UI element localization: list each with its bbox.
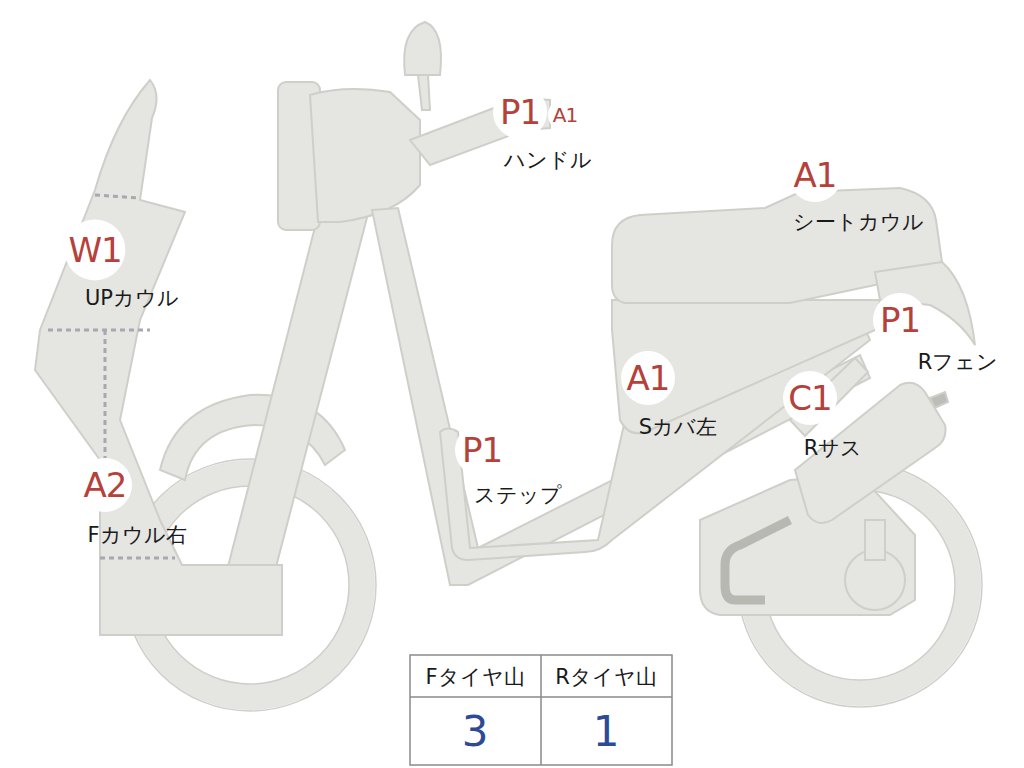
callout-number: W1 [68, 230, 121, 270]
part-name-text: Fカウル右 [87, 523, 186, 547]
part-name-text: Rサス [804, 436, 863, 460]
part-name: Rサス [804, 434, 863, 462]
callout-circle: W1 [64, 219, 125, 280]
part-name-text: ステップ [474, 483, 562, 507]
part-name-text: UPカウル [85, 286, 179, 310]
table-value: 3 [462, 707, 489, 756]
callout-number: P1 [880, 300, 920, 340]
callout-number: A2 [84, 465, 127, 505]
table-cell: Fタイヤ山 [425, 665, 524, 689]
part-name-text: ハンドル [504, 148, 592, 172]
part-name: ハンドル [504, 146, 592, 174]
callout-number: C1 [788, 378, 831, 418]
part-name: UPカウル [85, 284, 179, 312]
callout-number: A1 [794, 155, 837, 195]
table-cell: Rタイヤ山 [555, 665, 657, 689]
callout-number: P1 [462, 430, 502, 470]
table-cell: 3 [462, 707, 489, 756]
callout-circle: A2 [78, 458, 132, 512]
callout-circle: P1 [455, 423, 509, 477]
part-name: シートカウル [793, 208, 924, 236]
callout-number: A1 [627, 358, 670, 398]
table-value: 1 [593, 707, 620, 756]
callout-circle: P1 [493, 85, 547, 139]
part-name: Sカバ左 [639, 413, 717, 441]
callout-circle: A1 [548, 98, 582, 132]
callout-circle: P1 [873, 293, 927, 347]
table-header: Fタイヤ山 [425, 663, 524, 691]
part-name-text: シートカウル [793, 210, 924, 234]
callout-circle: A1 [788, 148, 842, 202]
callout-number: P1 [500, 92, 540, 132]
part-name: Rフェン [918, 348, 999, 376]
part-name-text: Sカバ左 [639, 415, 717, 439]
part-name: Fカウル右 [87, 521, 186, 549]
table-cell: 1 [593, 707, 620, 756]
table-header: Rタイヤ山 [555, 663, 657, 691]
callout-circle: C1 [783, 371, 837, 425]
part-name-text: Rフェン [918, 350, 999, 374]
callout-number: A1 [553, 103, 577, 127]
callout-circle: A1 [621, 351, 675, 405]
part-name: ステップ [474, 481, 562, 509]
